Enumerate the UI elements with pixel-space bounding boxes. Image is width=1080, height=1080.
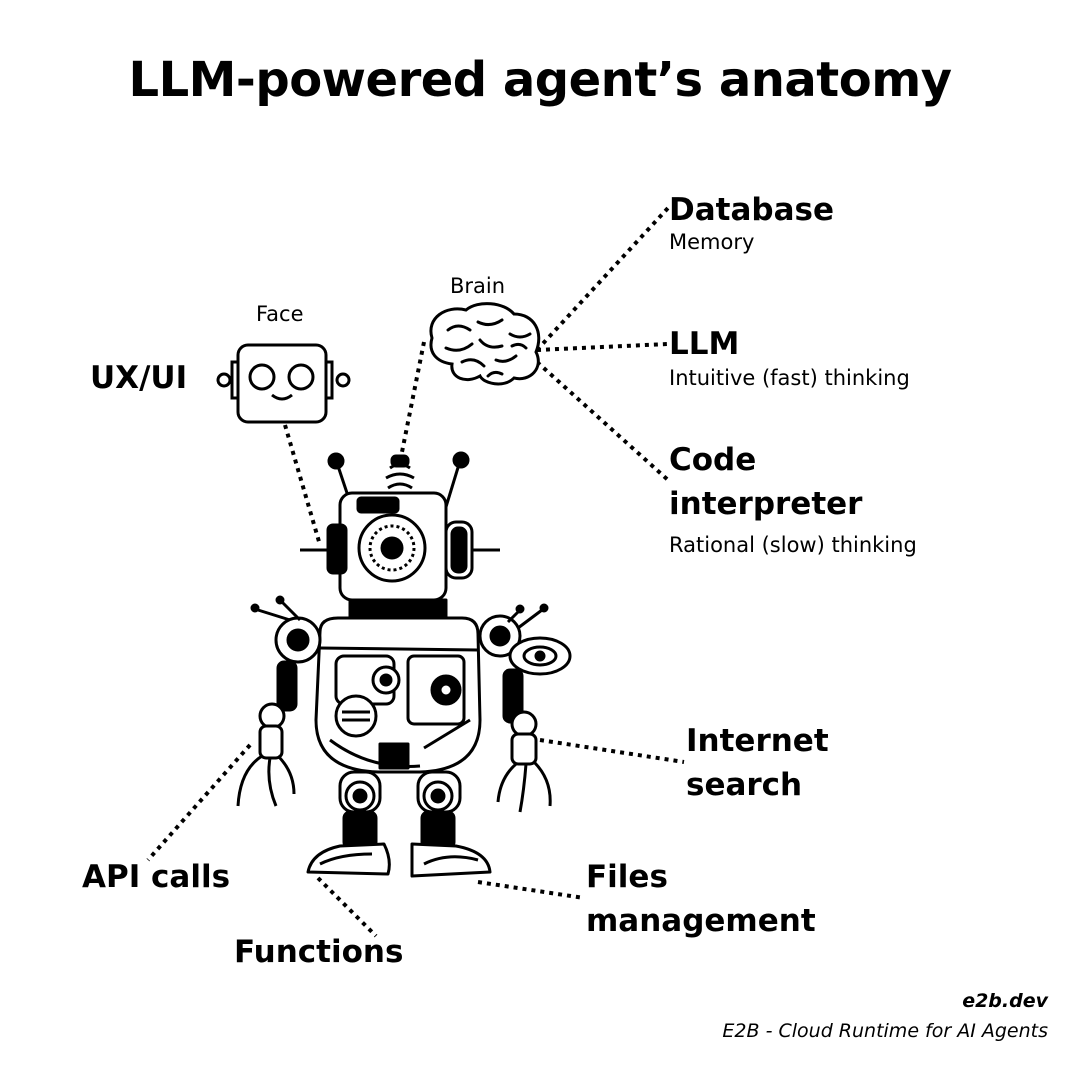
brain-label: Brain bbox=[450, 274, 506, 298]
face-icon bbox=[216, 343, 351, 424]
code-desc-label: Rational (slow) thinking bbox=[669, 533, 917, 557]
connector-api-calls bbox=[146, 743, 252, 862]
connector-database bbox=[535, 206, 670, 352]
connector-files-management bbox=[477, 880, 585, 900]
footer-tagline: E2B - Cloud Runtime for AI Agents bbox=[722, 1020, 1048, 1042]
connector-code-interpreter bbox=[535, 360, 670, 482]
brain-icon bbox=[429, 302, 541, 386]
internet-label: Internet bbox=[686, 723, 829, 759]
connector-llm bbox=[536, 342, 669, 352]
database-label: Database bbox=[669, 192, 834, 228]
connector-functions bbox=[316, 876, 378, 938]
page-title: LLM-powered agent’s anatomy bbox=[128, 52, 952, 108]
face-label: Face bbox=[256, 302, 304, 326]
api-calls-label: API calls bbox=[82, 859, 231, 895]
management-label: management bbox=[586, 903, 816, 939]
code-label: Code bbox=[669, 442, 757, 478]
footer-site: e2b.dev bbox=[962, 990, 1048, 1012]
ux-ui-label: UX/UI bbox=[90, 360, 188, 396]
connector-face bbox=[283, 424, 322, 546]
functions-label: Functions bbox=[234, 934, 404, 970]
connector-internet-search bbox=[539, 738, 685, 764]
connector-lines bbox=[146, 206, 685, 938]
llm-desc-label: Intuitive (fast) thinking bbox=[669, 366, 910, 390]
connector-brain bbox=[398, 341, 426, 463]
search-label: search bbox=[686, 767, 803, 803]
robot-illustration bbox=[236, 451, 572, 878]
llm-label: LLM bbox=[669, 326, 740, 362]
memory-label: Memory bbox=[669, 230, 755, 254]
interpreter-label: interpreter bbox=[669, 486, 863, 522]
files-label: Files bbox=[586, 859, 668, 895]
